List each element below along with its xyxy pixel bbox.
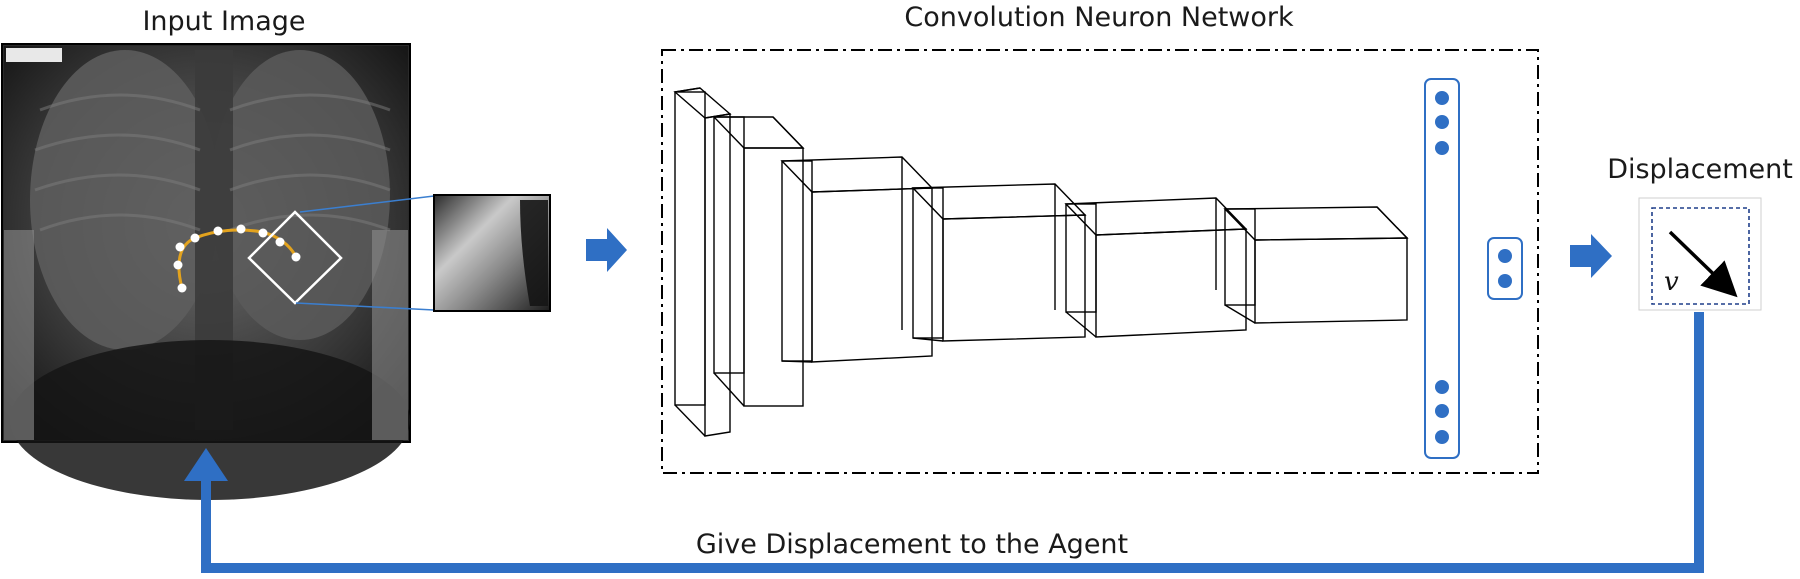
fully-connected-layer [1424,78,1460,459]
conv-layer-2 [712,116,805,407]
output-nodes [1498,249,1512,288]
fc-nodes [1435,91,1449,444]
output-layer [1487,237,1523,300]
right-arrow-icon [1570,234,1612,278]
conv-layer-5 [1064,197,1248,338]
conv-layer-1 [673,87,732,437]
input-image-title: Input Image [142,6,305,37]
conv-layer-6 [1223,206,1409,324]
feedback-arrow-icon [184,312,1704,573]
conv-layer-4 [911,183,1087,342]
displacement-vector-box: v [1638,197,1762,311]
cnn-dashed-frame [661,49,1539,474]
region-of-interest-box [247,210,343,305]
cnn-title: Convolution Neuron Network [904,2,1294,33]
feedback-label: Give Displacement to the Agent [696,529,1128,560]
zoom-lines [295,195,435,311]
right-arrow-icon [586,228,627,272]
chest-xray-image [1,43,411,500]
vector-symbol: v [1664,267,1679,297]
displacement-arrow-icon [1668,230,1738,298]
displacement-title: Displacement [1607,154,1793,185]
zoomed-patch-image [433,194,551,312]
cnn-layers [673,87,1409,437]
conv-layer-3 [780,156,934,363]
agent-trajectory [173,224,301,293]
